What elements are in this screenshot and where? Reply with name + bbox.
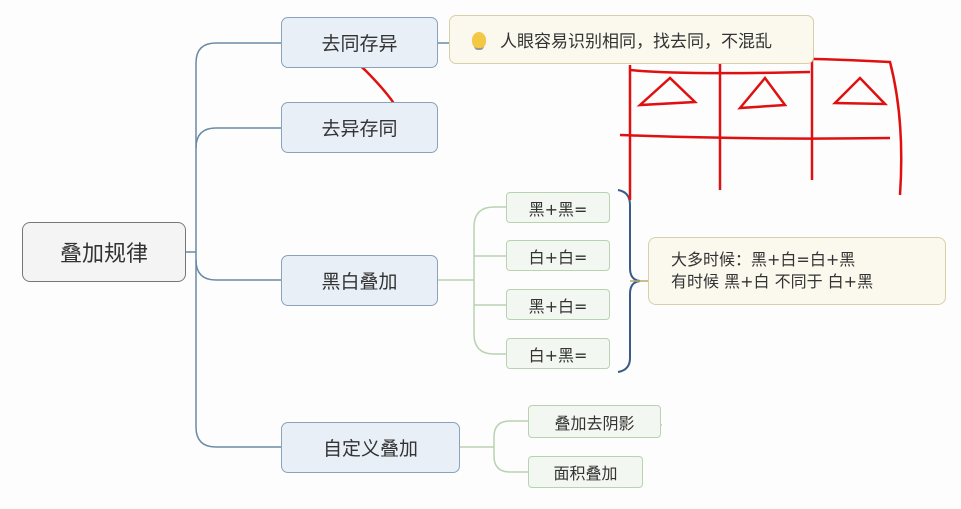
bw-child[interactable]: 白+白=: [506, 240, 610, 271]
handwritten-annotation: [339, 19, 907, 438]
custom-child-shadow[interactable]: 叠加去阴影: [528, 405, 661, 438]
summary-note[interactable]: 大多时候：黑+白=白+黑 有时候 黑+白 不同于 白+黑: [648, 237, 946, 305]
callout-text: 人眼容易识别相同，找去同，不混乱: [500, 32, 772, 52]
lightbulb-icon: [472, 31, 486, 48]
callout-note[interactable]: 人眼容易识别相同，找去同，不混乱: [449, 15, 814, 64]
branch-black-white[interactable]: 黑白叠加: [281, 255, 438, 306]
branch-custom[interactable]: 自定义叠加: [281, 422, 460, 473]
bw-child[interactable]: 白+黑=: [506, 338, 610, 369]
summary-line-1: 大多时候：黑+白=白+黑: [671, 250, 856, 269]
bw-child[interactable]: 黑+白=: [506, 289, 610, 320]
branch-quton-cunyi[interactable]: 去同存异: [281, 17, 438, 68]
root-node[interactable]: 叠加规律: [22, 222, 186, 282]
branch-quyi-cuntong[interactable]: 去异存同: [281, 102, 438, 153]
custom-child-area[interactable]: 面积叠加: [528, 456, 643, 488]
bw-child[interactable]: 黑+黑=: [506, 192, 610, 223]
summary-line-2: 有时候 黑+白 不同于 白+黑: [671, 272, 874, 291]
